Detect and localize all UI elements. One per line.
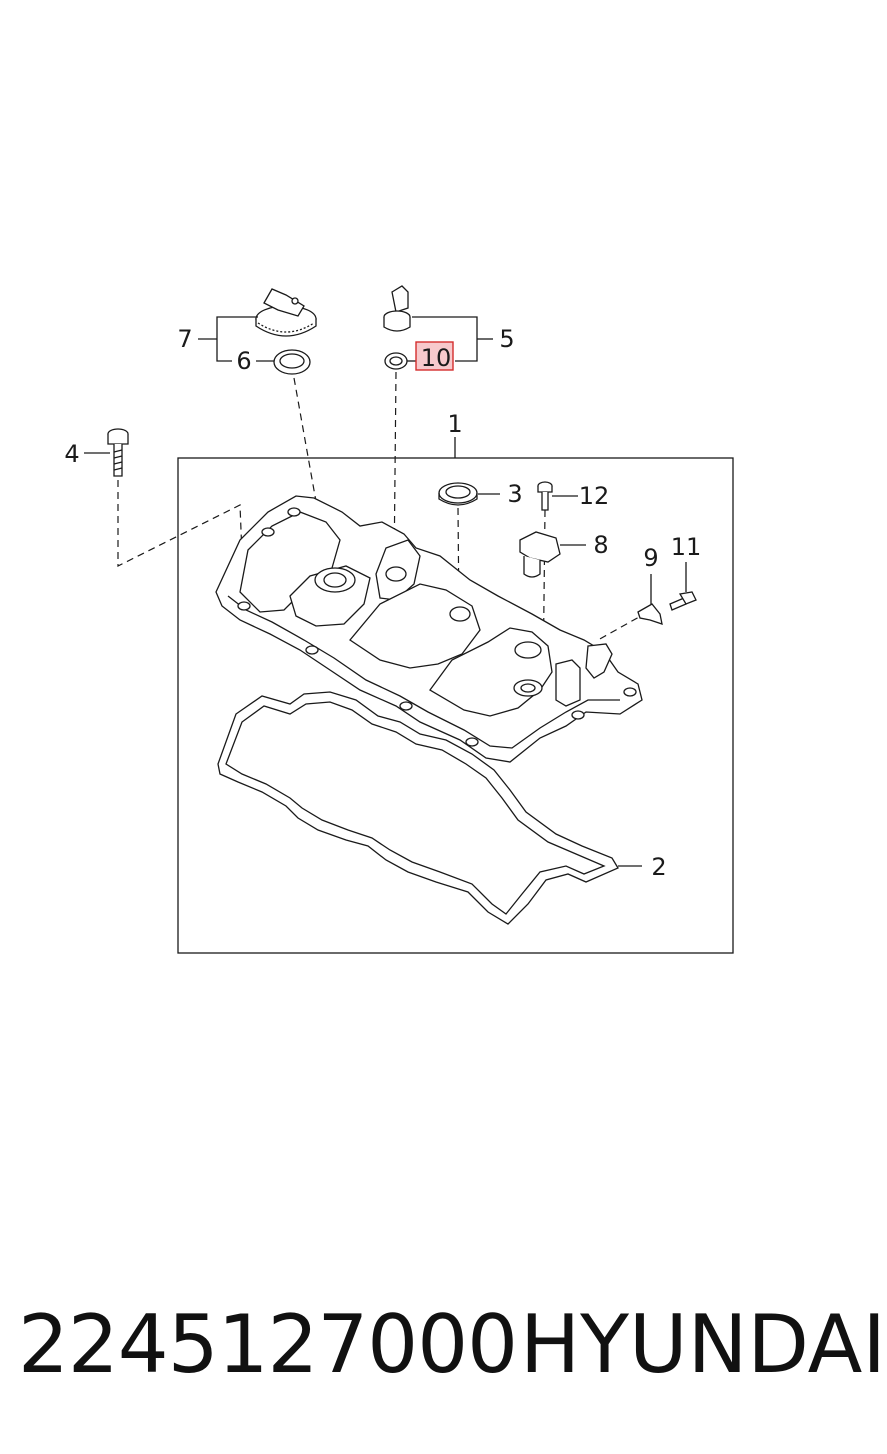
- o-ring: [384, 352, 408, 370]
- callout-4: 4: [64, 440, 79, 468]
- callout-1: 1: [447, 410, 462, 438]
- cap-gasket: [273, 349, 311, 375]
- callout-3: 3: [507, 480, 522, 508]
- screw-12: [537, 481, 553, 511]
- bolt-4: [107, 428, 129, 477]
- breather-fitting: [383, 285, 411, 332]
- gasket-2: [217, 691, 619, 925]
- bracket-9: [637, 603, 663, 625]
- callout-7: 7: [177, 325, 192, 353]
- part-number: 2245127000: [18, 1298, 518, 1391]
- valve-cover: [215, 495, 643, 763]
- callout-12: 12: [579, 482, 610, 510]
- callout-8: 8: [593, 531, 608, 559]
- bolt-11: [669, 591, 697, 611]
- part-info-footer: 2245127000 HYUNDAI: [0, 1290, 887, 1400]
- callout-6: 6: [236, 347, 251, 375]
- brand-name: HYUNDAI: [520, 1298, 886, 1391]
- highlight-box: [415, 341, 454, 371]
- callout-2: 2: [651, 853, 666, 881]
- callout-5: 5: [499, 325, 514, 353]
- sensor-8: [519, 531, 561, 578]
- seal-3: [438, 482, 478, 506]
- callout-11: 11: [671, 533, 702, 561]
- callout-10: 10: [421, 344, 452, 372]
- oil-filler-cap: [255, 288, 317, 337]
- callout-9: 9: [643, 544, 658, 572]
